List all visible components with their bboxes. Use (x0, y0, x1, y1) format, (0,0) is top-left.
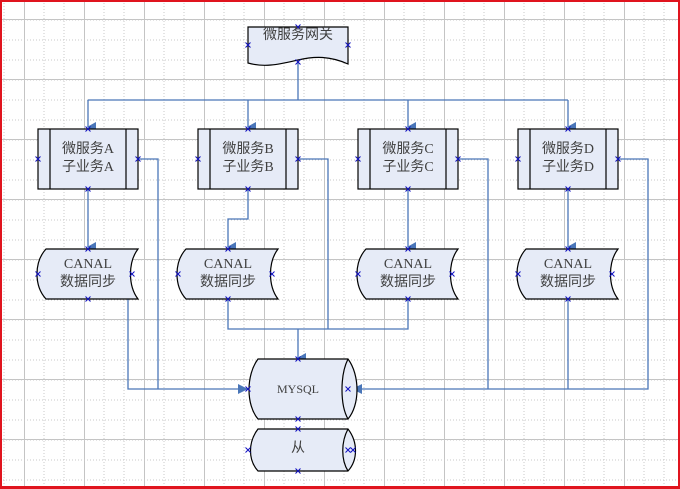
edge-service-b-to-mysql (298, 158, 329, 329)
connection-point-icon (615, 156, 621, 162)
page-border-left (0, 0, 2, 489)
connection-point-icon (295, 59, 301, 65)
connection-point-icon (405, 186, 411, 192)
connection-point-icon (245, 126, 251, 132)
page-border-bottom (0, 486, 680, 489)
connection-point-icon (565, 296, 571, 302)
connection-point-icon (355, 271, 361, 277)
connection-point-icon (405, 126, 411, 132)
connection-point-icon (175, 271, 181, 277)
connection-point-icon (345, 42, 351, 48)
connection-point-icon (565, 186, 571, 192)
connection-point-icon (85, 126, 91, 132)
connection-point-icon (355, 156, 361, 162)
edge-service-d-to-mysql (352, 158, 649, 394)
connection-point-icon (565, 126, 571, 132)
connection-point-icon (295, 426, 301, 432)
mysql-slave-end-cap (342, 428, 349, 472)
connection-point-icon (195, 156, 201, 162)
connection-point-icon (245, 186, 251, 192)
connection-point-icon (295, 416, 301, 422)
connection-point-icon (345, 447, 351, 453)
connection-point-icon (295, 356, 301, 362)
connection-point-icon (609, 271, 615, 277)
connection-point-icon (295, 468, 301, 474)
connection-point-icon (515, 156, 521, 162)
connection-point-icon (449, 271, 455, 277)
connection-point-icon (565, 246, 571, 252)
mysql-master-end-cap (341, 358, 349, 420)
connection-point-icon (85, 246, 91, 252)
connection-point-icon (345, 386, 351, 392)
service-d-shape[interactable] (517, 128, 619, 190)
connection-point-icon (405, 296, 411, 302)
connection-point-icon (455, 156, 461, 162)
edge-canal-b-to-mysql (227, 299, 409, 330)
edge-canal-a-to-mysql (127, 270, 248, 394)
connection-point-icon (245, 447, 251, 453)
page-border-top (0, 0, 680, 2)
connection-point-icon (245, 42, 251, 48)
edge-service-a-to-mysql (138, 158, 159, 389)
canal-c-shape[interactable] (356, 248, 460, 300)
canal-b-shape[interactable] (176, 248, 280, 300)
connection-point-icon (129, 271, 135, 277)
connection-point-icon (269, 271, 275, 277)
edge-service-c-to-mysql (458, 158, 489, 389)
page-border-right (678, 0, 680, 489)
connection-point-icon (350, 447, 356, 453)
connection-point-icon (35, 271, 41, 277)
connection-point-icon (295, 156, 301, 162)
gateway-shape[interactable] (247, 26, 349, 66)
service-a-shape[interactable] (37, 128, 139, 190)
mysql-slave-shape[interactable] (249, 428, 357, 472)
edge-gateway-bus (88, 62, 568, 101)
service-b-shape[interactable] (197, 128, 299, 190)
connection-point-icon (135, 156, 141, 162)
connection-point-icon (35, 156, 41, 162)
edge-service-b-to-canal-b (227, 189, 249, 252)
connection-point-icon (225, 296, 231, 302)
service-c-shape[interactable] (357, 128, 459, 190)
canal-a-shape[interactable] (36, 248, 140, 300)
connection-point-icon (245, 386, 251, 392)
connection-point-icon (85, 296, 91, 302)
connection-point-icon (515, 271, 521, 277)
mysql-master-shape[interactable] (248, 358, 358, 420)
connection-point-icon (85, 186, 91, 192)
canal-d-shape[interactable] (516, 248, 620, 300)
connection-point-icon (405, 246, 411, 252)
connection-point-icon (295, 24, 301, 30)
connection-point-icon (225, 246, 231, 252)
